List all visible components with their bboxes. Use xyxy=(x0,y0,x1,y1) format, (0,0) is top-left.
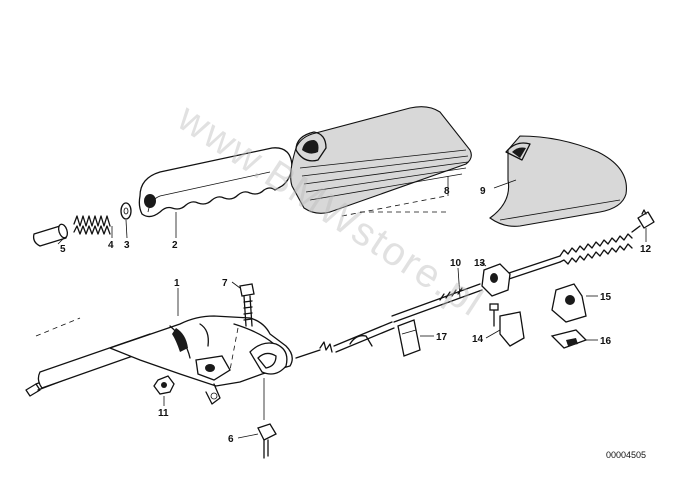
part-3-washer xyxy=(120,202,132,239)
callout-15: 15 xyxy=(600,292,612,303)
callout-16: 16 xyxy=(600,336,612,347)
callout-9: 9 xyxy=(480,186,486,197)
callout-8: 8 xyxy=(444,186,450,197)
callout-10: 10 xyxy=(450,258,462,269)
part-8-boot xyxy=(290,106,472,217)
part-7-bolt xyxy=(229,281,255,371)
callout-2: 2 xyxy=(172,240,178,251)
callout-11: 11 xyxy=(158,408,169,419)
part-5-cap xyxy=(32,223,69,247)
part-10-rod xyxy=(391,267,483,323)
callout-4: 4 xyxy=(108,240,114,251)
callout-5: 5 xyxy=(60,244,66,255)
part-15-clip xyxy=(551,283,598,323)
part-17-clamp xyxy=(397,319,434,357)
callout-14: 14 xyxy=(472,334,484,345)
cable-right xyxy=(499,225,641,283)
part-13-connector xyxy=(479,261,511,297)
part-6-adjuster xyxy=(237,378,277,459)
callout-6: 6 xyxy=(228,434,234,445)
part-12-clip xyxy=(637,209,655,242)
part-4-spring xyxy=(73,215,113,238)
cable-left xyxy=(295,321,395,359)
callout-1: 1 xyxy=(174,278,180,289)
callout-3: 3 xyxy=(124,240,130,251)
callout-7: 7 xyxy=(222,278,228,289)
part-1-lever xyxy=(25,288,293,405)
part-14-bracket xyxy=(485,303,525,347)
part-16-plate xyxy=(550,329,598,349)
callout-13: 13 xyxy=(474,258,486,269)
catalog-number: 00004505 xyxy=(606,450,646,460)
part-11-nut xyxy=(153,375,175,406)
callout-12: 12 xyxy=(640,244,652,255)
callout-17: 17 xyxy=(436,332,448,343)
part-9-trim xyxy=(489,135,627,227)
